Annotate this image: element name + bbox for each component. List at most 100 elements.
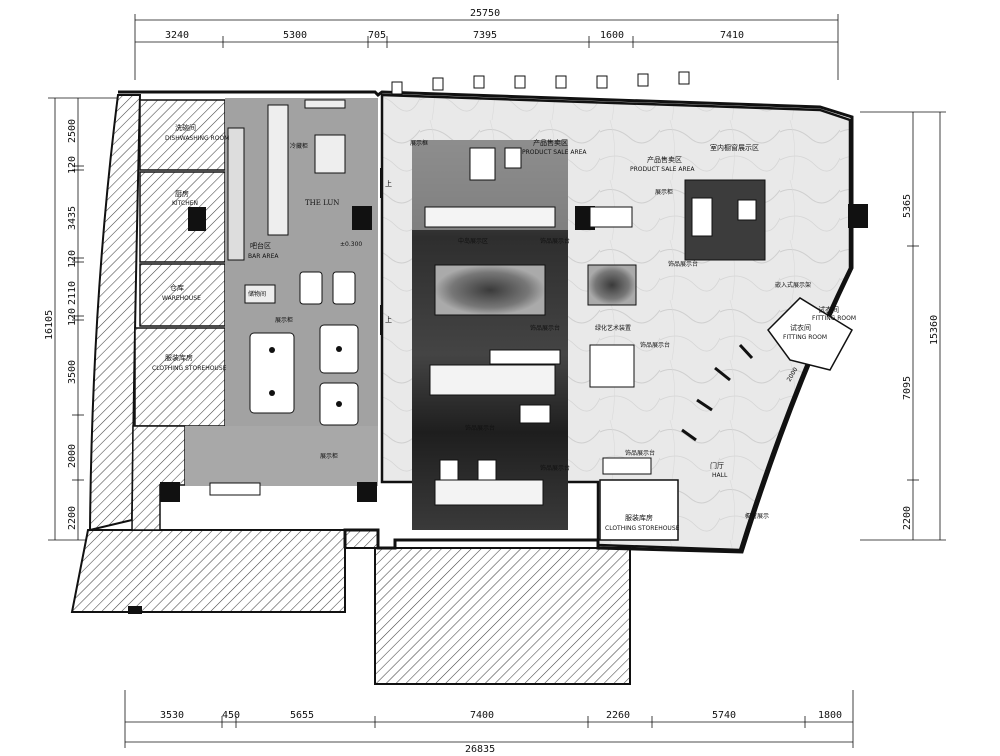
dim-right-inner-3: 2200 — [902, 506, 913, 530]
bottom-dimensions — [124, 690, 854, 748]
island-bottom-counter — [434, 479, 544, 506]
label-up-1: 上 — [385, 179, 392, 188]
label-display-rack-1: 展示柜 — [655, 188, 673, 196]
island-seat-3 — [439, 459, 459, 481]
dim-top-seg-2: 5300 — [283, 30, 307, 41]
right-display-rack — [589, 206, 633, 228]
label-bar-cn: 吧台区 — [250, 241, 271, 250]
label-island: 中岛展示区 — [458, 237, 488, 245]
island-sofa — [429, 364, 556, 396]
dim-top-seg-5: 1600 — [600, 30, 624, 41]
label-display-stand-1: 饰品展示台 — [540, 237, 570, 245]
dim-bottom-seg-2: 450 — [222, 710, 240, 721]
bar-bottom-counter — [209, 482, 261, 496]
window-display-chair — [737, 199, 757, 221]
label-display-stand-2: 饰品展示台 — [668, 260, 698, 268]
dim-left-seg-5: 2110 — [67, 281, 78, 305]
dim-bottom-seg-1: 3530 — [160, 710, 184, 721]
right-greenery — [587, 264, 637, 306]
label-up-2: 上 — [385, 315, 392, 324]
kitchen-room — [139, 171, 226, 263]
label-fitting-1-en: FITTING ROOM — [812, 315, 856, 322]
dim-right-outer: 15360 — [929, 315, 940, 345]
right-dimensions — [860, 111, 946, 541]
island-plinth — [489, 349, 561, 365]
dim-bottom-seg-3: 5655 — [290, 710, 314, 721]
label-display-stand-5: 饰品展示台 — [465, 424, 495, 432]
island-seat-2 — [504, 147, 522, 169]
warehouse-room — [139, 263, 226, 327]
label-display-rack-2: 展示柜 — [275, 316, 293, 324]
label-fitting-2-cn: 试衣间 — [790, 323, 811, 332]
bar-top-shelf — [304, 99, 346, 109]
island-display-right — [519, 404, 551, 424]
label-hall-cn: 门厅 — [710, 461, 724, 470]
label-embedded-rack: 嵌入式展示架 — [775, 281, 811, 289]
column-patio — [128, 606, 142, 614]
label-warehouse-en: WAREHOUSE — [162, 295, 201, 302]
label-sale-area-1-cn: 产品售卖区 — [533, 138, 568, 147]
dim-bottom-seg-7: 1800 — [818, 710, 842, 721]
label-display-stand-3: 饰品展示台 — [530, 324, 560, 332]
label-pantry: 储物间 — [248, 290, 266, 298]
island-centre-greenery — [434, 264, 546, 316]
dim-left-seg-7: 3500 — [67, 360, 78, 384]
left-dimensions — [48, 97, 118, 541]
label-display-frame: 展示框 — [410, 139, 428, 147]
dim-top-seg-4: 7395 — [473, 30, 497, 41]
dim-left-total: 16105 — [44, 310, 55, 340]
label-window-display: 室内橱窗展示区 — [710, 143, 759, 152]
label-kitchen-en: KITCHEN — [172, 200, 198, 207]
label-kitchen-cn: 厨房 — [175, 189, 189, 198]
label-cold-cabinet: 冷藏柜 — [290, 142, 308, 150]
dim-bottom-total: 26835 — [465, 744, 495, 755]
kitchen-counter — [227, 127, 245, 261]
patio-center — [374, 547, 631, 685]
island-seat-4 — [477, 459, 497, 481]
label-storehouse-right-cn: 服装库房 — [625, 513, 653, 522]
dishwashing-room — [139, 99, 226, 171]
curve-display-marks — [681, 343, 754, 442]
label-storehouse-left-cn: 服装库房 — [165, 353, 193, 362]
label-greenery: 绿化艺术装置 — [595, 324, 631, 332]
dim-top-total: 25750 — [470, 8, 500, 19]
label-sale-area-1-en: PRODUCT SALE AREA — [522, 149, 587, 156]
dim-left-seg-6: 120 — [67, 308, 78, 326]
dim-top-seg-6: 7410 — [720, 30, 744, 41]
dim-left-seg-4: 120 — [67, 250, 78, 268]
dim-bottom-seg-6: 5740 — [712, 710, 736, 721]
dim-right-inner-2: 7095 — [902, 376, 913, 400]
left-lower-hatch — [131, 425, 186, 531]
label-dishwashing-en: DISHWASHING ROOM — [165, 135, 229, 142]
top-window-frames — [391, 71, 690, 95]
bar-seat-pod — [314, 134, 346, 174]
dim-left-seg-1: 2500 — [67, 119, 78, 143]
label-window-show: 橱窗展示 — [745, 512, 769, 520]
label-storehouse-left-en: CLOTHING STOREHOUSE — [152, 365, 227, 372]
bar-counter-long — [267, 104, 289, 236]
fitting-rooms — [767, 297, 854, 371]
label-level: ±0.300 — [340, 241, 362, 248]
dim-left-seg-3: 3435 — [67, 206, 78, 230]
bar-side-cabinet — [244, 284, 276, 304]
island-seat-1 — [469, 147, 496, 181]
clothing-storehouse-right — [599, 479, 679, 541]
table-centres — [269, 346, 342, 407]
dim-bottom-seg-4: 7400 — [470, 710, 494, 721]
clothing-storehouse-left — [134, 327, 226, 427]
step-marker-2 — [380, 305, 383, 335]
dim-top-seg-3: 705 — [368, 30, 386, 41]
dim-bottom-seg-5: 2260 — [606, 710, 630, 721]
bar-lower-floor — [185, 426, 378, 486]
dim-top-seg-1: 3240 — [165, 30, 189, 41]
label-display-rack-3: 展示柜 — [320, 452, 338, 460]
island-counter-top — [424, 206, 556, 228]
right-accessory-stand — [602, 457, 652, 475]
label-the-lun: THE LUN — [305, 199, 339, 207]
dim-left-seg-9: 2200 — [67, 506, 78, 530]
label-display-stand-6: 饰品展示台 — [540, 464, 570, 472]
label-fitting-1-cn: 试衣间 — [818, 305, 839, 314]
label-sale-area-2-cn: 产品售卖区 — [647, 155, 682, 164]
top-dimensions — [134, 14, 839, 80]
label-dishwashing-cn: 洗碗间 — [175, 123, 196, 132]
